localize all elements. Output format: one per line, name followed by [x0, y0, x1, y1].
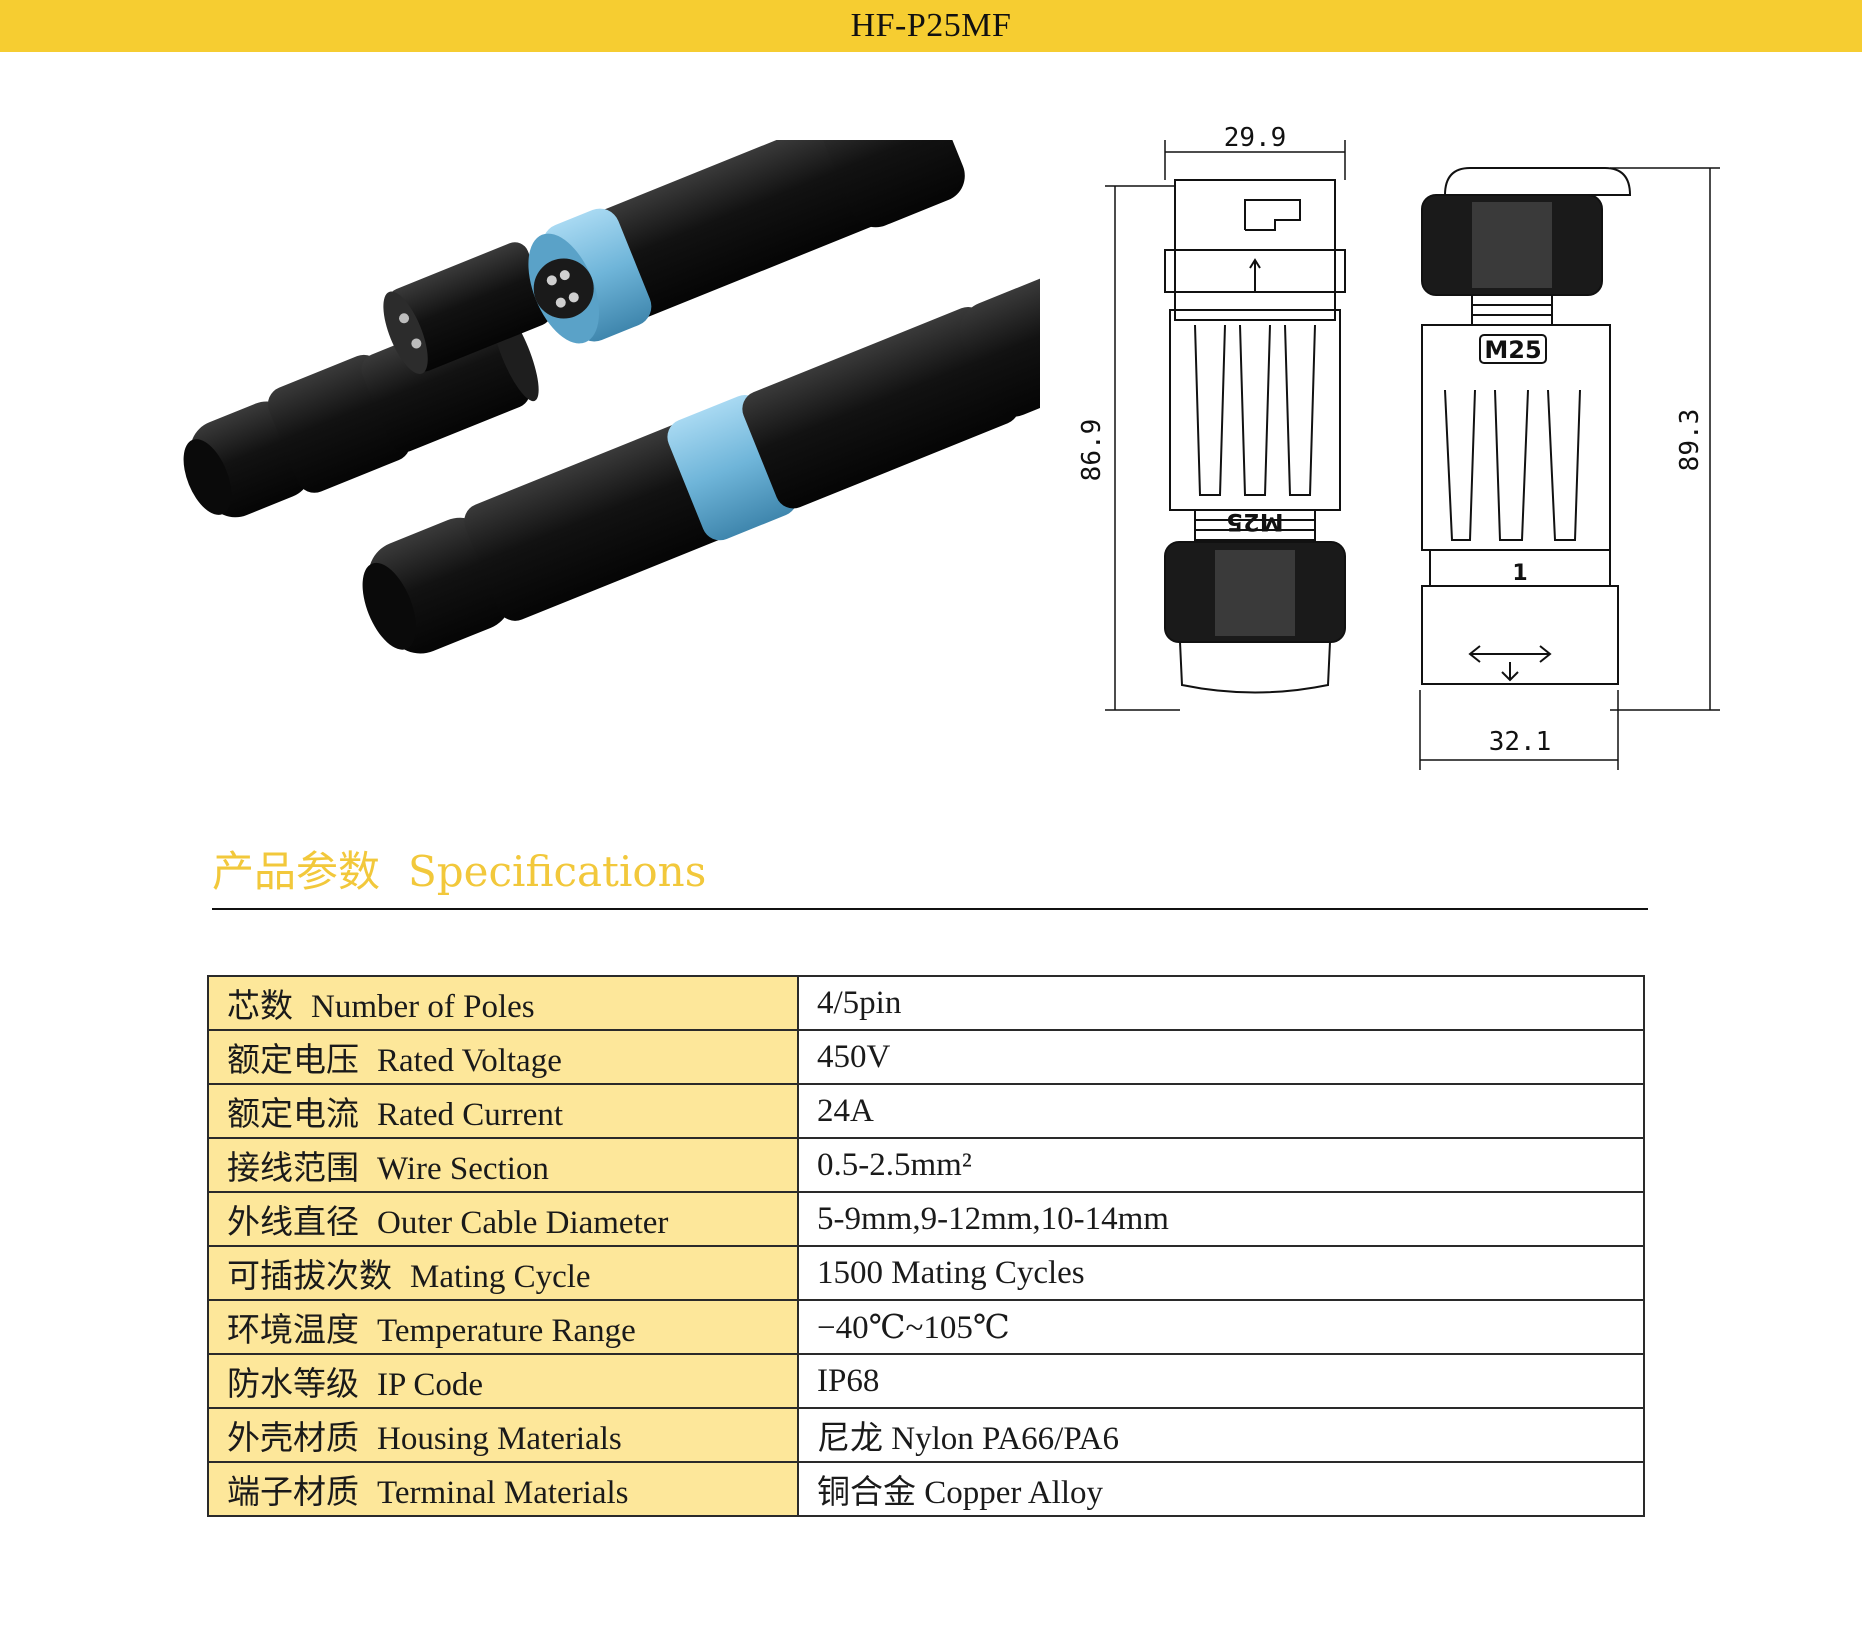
spec-label-cn: 接线范围 — [227, 1151, 359, 1187]
spec-label-cn: 防水等级 — [227, 1367, 359, 1403]
technical-drawing: 29.9 86.9 89.3 32.1 M25 M25 1 — [1077, 123, 1720, 770]
dim-right-height: 89.3 — [1675, 409, 1705, 472]
spec-label: 芯数 Number of Poles — [207, 975, 799, 1031]
pin-mark: 1 — [1512, 561, 1527, 586]
spec-label: 防水等级 IP Code — [207, 1353, 799, 1409]
spec-label: 额定电压 Rated Voltage — [207, 1029, 799, 1085]
spec-row-ip-code: 防水等级 IP Code IP68 — [207, 1353, 1645, 1409]
spec-value: 铜合金 Copper Alloy — [797, 1461, 1645, 1517]
spec-row-poles: 芯数 Number of Poles 4/5pin — [207, 975, 1645, 1031]
spec-label-cn: 外壳材质 — [227, 1421, 359, 1457]
spec-label-en: Temperature Range — [377, 1313, 636, 1349]
dim-top-width: 29.9 — [1224, 123, 1287, 153]
spec-label-en: Rated Voltage — [377, 1043, 562, 1079]
spec-label-en: Housing Materials — [377, 1421, 622, 1457]
header-bar: HF-P25MF — [0, 0, 1862, 52]
connector-mated — [362, 274, 1040, 654]
connector-female-end — [528, 140, 965, 344]
thread-mark-left: M25 — [1226, 508, 1283, 536]
spec-value: 0.5-2.5mm² — [797, 1137, 1645, 1193]
specifications-heading-en: Specifications — [408, 847, 707, 896]
spec-row-voltage: 额定电压 Rated Voltage 450V — [207, 1029, 1645, 1085]
spec-label-cn: 芯数 — [227, 989, 293, 1025]
specifications-heading-cn: 产品参数 — [212, 847, 381, 896]
dim-left-height: 86.9 — [1077, 419, 1107, 482]
product-title: HF-P25MF — [850, 7, 1012, 44]
spec-value: 1500 Mating Cycles — [797, 1245, 1645, 1301]
spec-label-en: Outer Cable Diameter — [377, 1205, 669, 1241]
spec-row-terminal: 端子材质 Terminal Materials 铜合金 Copper Alloy — [207, 1461, 1645, 1517]
spec-label-cn: 外线直径 — [227, 1205, 359, 1241]
spec-table: 芯数 Number of Poles 4/5pin 额定电压 Rated Volta… — [207, 975, 1645, 1517]
spec-label: 接线范围 Wire Section — [207, 1137, 799, 1193]
spec-label-cn: 环境温度 — [227, 1313, 359, 1349]
spec-label-en: IP Code — [377, 1367, 484, 1403]
spec-value: 5-9mm,9-12mm,10-14mm — [797, 1191, 1645, 1247]
spec-value: IP68 — [797, 1353, 1645, 1409]
spec-value: −40℃~105℃ — [797, 1299, 1645, 1355]
spec-label-en: Rated Current — [377, 1097, 564, 1133]
spec-label-en: Mating Cycle — [410, 1259, 591, 1295]
spec-row-cable-diameter: 外线直径 Outer Cable Diameter 5-9mm,9-12mm,10… — [207, 1191, 1645, 1247]
spec-row-wire-section: 接线范围 Wire Section 0.5-2.5mm² — [207, 1137, 1645, 1193]
side-view-right — [1421, 167, 1632, 685]
specifications-heading: 产品参数 Specifications — [212, 838, 706, 899]
spec-label: 环境温度 Temperature Range — [207, 1299, 799, 1355]
spec-label: 外线直径 Outer Cable Diameter — [207, 1191, 799, 1247]
section-divider — [212, 908, 1648, 910]
product-photo — [183, 140, 1040, 654]
spec-value: 4/5pin — [797, 975, 1645, 1031]
dimension-lines — [1105, 140, 1720, 770]
dim-bottom-width: 32.1 — [1489, 727, 1552, 757]
spec-label-en: Terminal Materials — [377, 1475, 629, 1511]
spec-label-en: Number of Poles — [311, 989, 535, 1025]
spec-label-en: Wire Section — [377, 1151, 549, 1187]
spec-value: 450V — [797, 1029, 1645, 1085]
spec-label-cn: 端子材质 — [227, 1475, 359, 1511]
thread-mark-right: M25 — [1484, 336, 1541, 364]
spec-label-cn: 额定电流 — [227, 1097, 359, 1133]
spec-row-mating-cycle: 可插拔次数 Mating Cycle 1500 Mating Cycles — [207, 1245, 1645, 1301]
spec-row-housing: 外壳材质 Housing Materials 尼龙 Nylon PA66/PA6 — [207, 1407, 1645, 1463]
spec-label: 可插拔次数 Mating Cycle — [207, 1245, 799, 1301]
spec-value: 24A — [797, 1083, 1645, 1139]
spec-value: 尼龙 Nylon PA66/PA6 — [797, 1407, 1645, 1463]
side-view-left — [1164, 179, 1346, 694]
pin-insert — [383, 242, 552, 374]
spec-label: 外壳材质 Housing Materials — [207, 1407, 799, 1463]
spec-label-cn: 可插拔次数 — [227, 1259, 392, 1295]
spec-label: 端子材质 Terminal Materials — [207, 1461, 799, 1517]
spec-label-cn: 额定电压 — [227, 1043, 359, 1079]
spec-label: 额定电流 Rated Current — [207, 1083, 799, 1139]
spec-row-current: 额定电流 Rated Current 24A — [207, 1083, 1645, 1139]
spec-row-temperature: 环境温度 Temperature Range −40℃~105℃ — [207, 1299, 1645, 1355]
